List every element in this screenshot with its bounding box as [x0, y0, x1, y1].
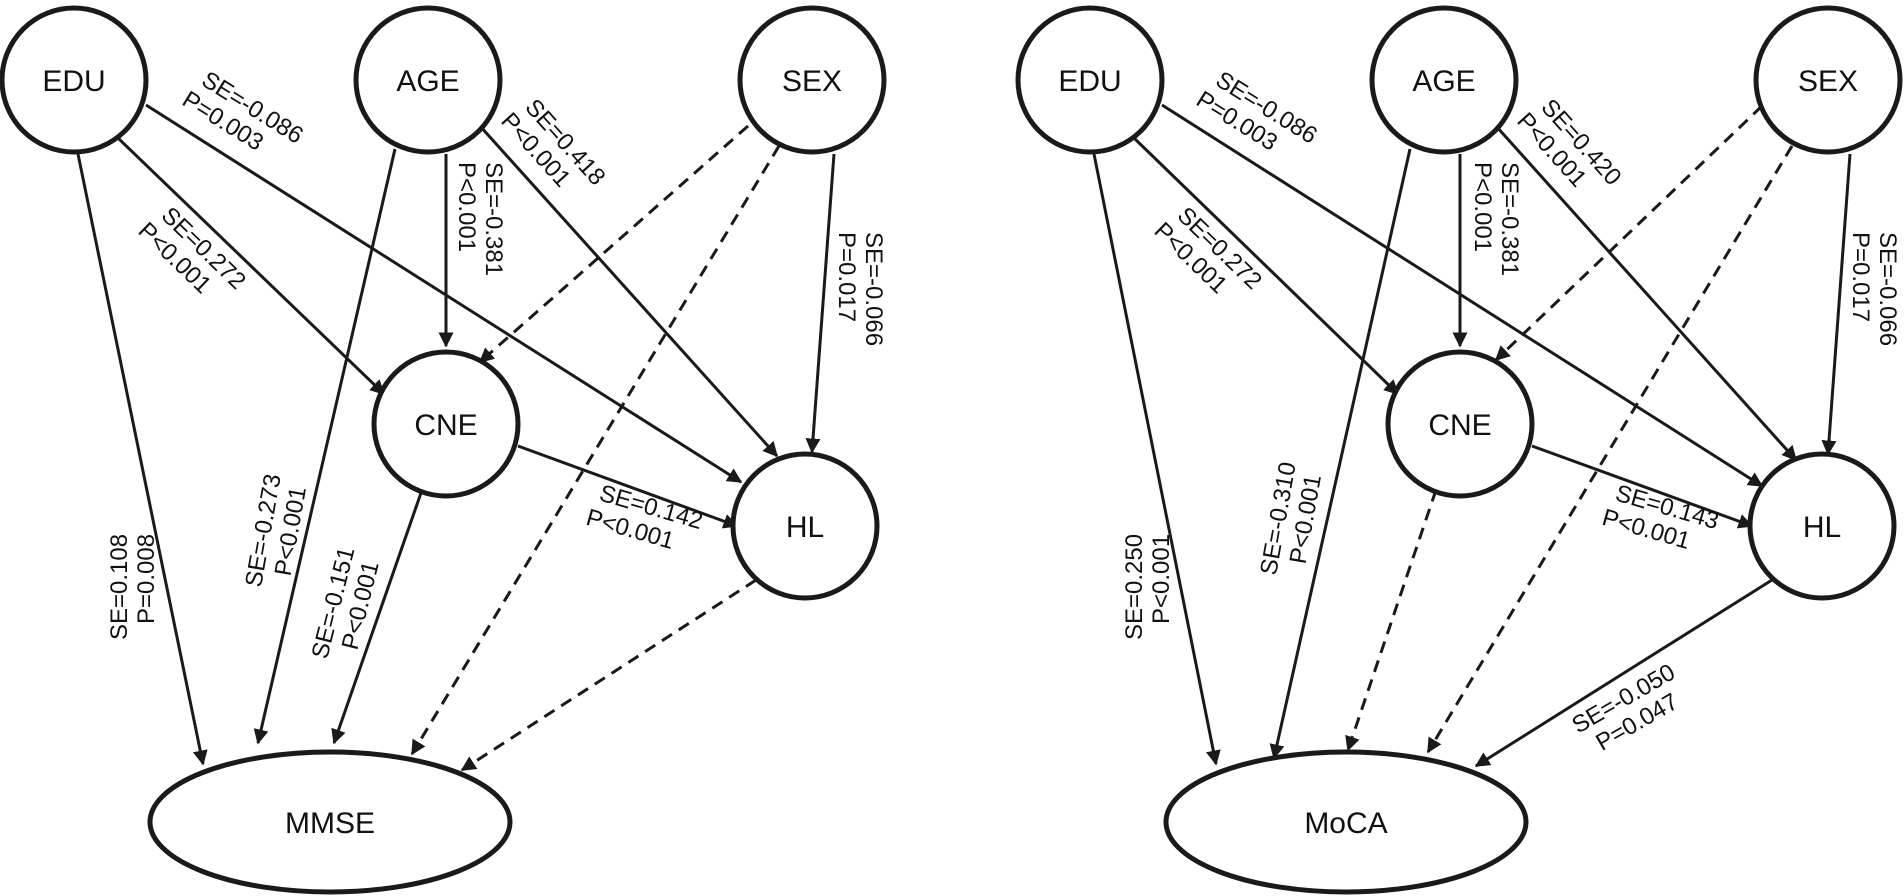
- edge-edu-hl: [145, 103, 743, 484]
- node-hl: HL: [1747, 451, 1897, 601]
- node-age: AGE: [1369, 5, 1519, 155]
- edge-label-age-cne: SE=-0.381 P<0.001: [453, 162, 507, 276]
- node-hl: HL: [730, 451, 880, 601]
- node-edu-label: EDU: [1058, 65, 1121, 98]
- edge-label-p: P=0.017: [1847, 232, 1874, 322]
- node-sex: SEX: [737, 5, 887, 155]
- node-hl-label: HL: [786, 511, 824, 544]
- edge-edu-hl: [1161, 103, 1764, 488]
- edge-label-p: P<0.001: [1469, 162, 1496, 252]
- node-sex-label: SEX: [1798, 65, 1858, 98]
- edge-age-hl: [478, 124, 779, 458]
- edge-edu-mmse: [76, 153, 208, 766]
- edge-cne-moca: [1345, 489, 1438, 752]
- edge-label-se: SE=-0.381: [1496, 162, 1523, 276]
- edge-label-se: SE=-0.066: [1874, 232, 1901, 346]
- node-edu: EDU: [1015, 5, 1165, 155]
- node-sex: SEX: [1753, 5, 1903, 155]
- edge-label-sex-hl: SE=-0.066 P=0.017: [833, 232, 887, 346]
- edge-hl-moca: [1474, 578, 1773, 768]
- node-edu-label: EDU: [42, 65, 105, 98]
- node-sex-label: SEX: [782, 65, 842, 98]
- node-age: AGE: [353, 5, 503, 155]
- edge-label-edu-cne: SE=0.272 P<0.001: [1149, 202, 1267, 299]
- edge-label-age-mmse: SE=-0.273 P<0.001: [240, 472, 312, 589]
- edge-label-cne-mmse: SE=-0.151 P<0.001: [307, 544, 385, 661]
- node-moca-label: MoCA: [1304, 807, 1387, 840]
- node-edu: EDU: [0, 5, 149, 155]
- node-hl-label: HL: [1803, 511, 1841, 544]
- edge-cne-mmse: [331, 489, 424, 745]
- edge-label-age-hl: SE=0.420 P<0.001: [1511, 94, 1626, 193]
- edge-sex-mmse: [410, 145, 781, 756]
- edge-label-edu-cne: SE=0.272 P<0.001: [133, 202, 251, 299]
- edge-edu-cne: [117, 137, 386, 396]
- mmse-edges: [76, 103, 836, 772]
- edge-age-hl: [1494, 124, 1798, 462]
- edge-edu-moca: [1092, 153, 1221, 766]
- node-cne-label: CNE: [414, 409, 477, 442]
- node-age-label: AGE: [396, 65, 459, 98]
- node-moca: MoCA: [1163, 749, 1529, 895]
- edge-age-moca: [1269, 148, 1412, 760]
- moca-edges: [1092, 103, 1852, 768]
- edge-hl-mmse: [460, 578, 757, 772]
- edge-label-edu-hl: SE=-0.086 P=0.003: [177, 66, 307, 156]
- node-cne: CNE: [371, 349, 521, 499]
- edge-label-age-hl: SE=0.418 P<0.001: [495, 94, 610, 193]
- edge-label-se: SE=-0.381: [480, 162, 507, 276]
- edge-label-p: P=0.017: [833, 232, 860, 322]
- edge-cne-hl: [517, 444, 739, 529]
- edge-label-sex-hl: SE=-0.066 P=0.017: [1847, 232, 1901, 346]
- edge-sex-hl: [1821, 153, 1852, 456]
- node-mmse: MMSE: [147, 749, 513, 895]
- edge-sex-cne: [1494, 104, 1764, 362]
- edge-label-edu-hl: SE=-0.086 P=0.003: [1191, 66, 1321, 156]
- mmse-diagram: EDU AGE SEX CNE HL MMSE SE=-0.086 P=0.00…: [0, 5, 887, 895]
- edge-label-cne-hl: SE=0.142 P<0.001: [583, 480, 706, 555]
- edge-label-edu-moca: SE=0.250 P<0.001: [1121, 534, 1175, 640]
- node-age-label: AGE: [1412, 65, 1475, 98]
- edge-cne-hl: [1531, 444, 1754, 529]
- edge-label-edu-mmse: SE=0.108 P=0.008: [106, 534, 160, 640]
- edge-label-p: P<0.001: [1148, 534, 1175, 624]
- node-cne: CNE: [1385, 349, 1535, 499]
- edge-label-se: SE=0.250: [1121, 534, 1148, 640]
- node-cne-label: CNE: [1428, 409, 1491, 442]
- edge-sex-hl: [805, 153, 836, 454]
- edge-edu-cne: [1133, 137, 1400, 396]
- edge-label-age-cne: SE=-0.381 P<0.001: [1469, 162, 1523, 276]
- edge-label-hl-moca: SE=-0.050 P=0.047: [1568, 659, 1683, 757]
- edge-sex-cne: [478, 124, 749, 364]
- edge-label-cne-hl: SE=0.143 P<0.001: [1599, 480, 1722, 555]
- edge-sex-moca: [1426, 145, 1794, 754]
- moca-diagram: EDU AGE SEX CNE HL MoCA SE=-0.086 P=0.00…: [1015, 5, 1903, 895]
- edge-label-p: P<0.001: [453, 162, 480, 252]
- edge-label-se: SE=0.108: [106, 534, 133, 640]
- node-mmse-label: MMSE: [285, 807, 375, 840]
- edge-label-se: SE=-0.066: [860, 232, 887, 346]
- edge-label-p: P=0.008: [133, 534, 160, 624]
- edge-age-mmse: [253, 148, 397, 745]
